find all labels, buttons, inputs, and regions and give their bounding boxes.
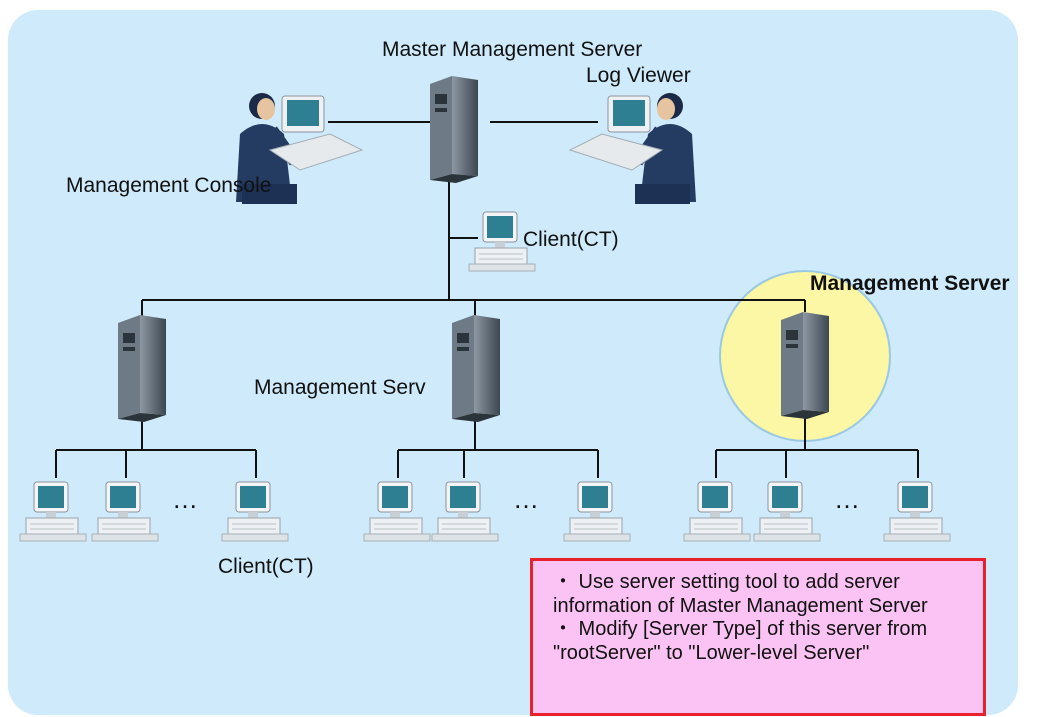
management-server-right-icon — [781, 312, 829, 419]
client-pc-icon — [753, 481, 821, 542]
ellipsis-right: … — [834, 484, 861, 514]
management-server-highlight-label: Management Server — [810, 272, 1010, 295]
client-pc-icon — [683, 481, 751, 542]
master-server-icon — [430, 76, 478, 183]
network-lines — [55, 121, 919, 478]
note-line-2: ・ Modify [Server Type] of this server fr… — [553, 618, 928, 664]
management-console-label: Management Console — [66, 174, 272, 197]
client-pc-icon — [883, 481, 951, 542]
client-pc-icon — [363, 481, 431, 542]
client-pc-icon — [221, 481, 289, 542]
client-pc-icon — [91, 481, 159, 542]
client-pc-icon — [19, 481, 87, 542]
note-line-1: ・ Use server setting tool to add server … — [553, 571, 928, 617]
client-bottom-label: Client(CT) — [218, 555, 314, 578]
management-server-left-icon — [118, 315, 166, 422]
note-box: ・ Use server setting tool to add server … — [530, 558, 986, 716]
log-viewer-label: Log Viewer — [586, 64, 691, 87]
client-pc-icon — [431, 481, 499, 542]
management-server-middle-label: Management Serv — [254, 376, 426, 399]
client-pc-icon — [563, 481, 631, 542]
management-server-middle-icon — [452, 315, 500, 422]
ellipsis-left: … — [172, 484, 199, 514]
ellipsis-middle: … — [513, 484, 540, 514]
client-top-label: Client(CT) — [523, 228, 619, 251]
management-console-person-icon — [236, 93, 364, 204]
log-viewer-person-icon — [568, 93, 696, 204]
master-server-label: Master Management Server — [382, 38, 643, 61]
